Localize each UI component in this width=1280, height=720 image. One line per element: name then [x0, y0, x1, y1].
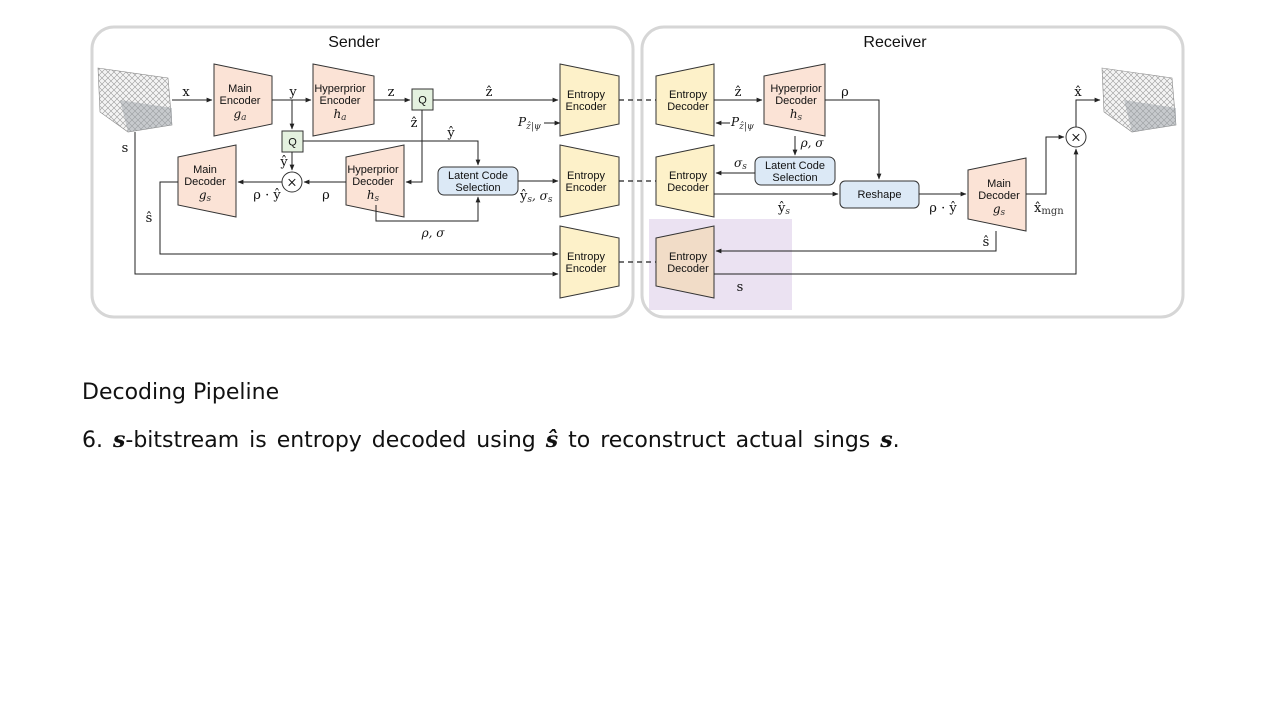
entropy-decoder-2-label-1: Entropy	[669, 170, 707, 182]
sender-panel	[90, 25, 635, 319]
label-p-z-sender: Pẑ|ψ	[517, 115, 542, 132]
math-s-hat: ŝ	[545, 427, 559, 453]
hyperprior-encoder-label-2: Encoder	[320, 95, 361, 107]
entropy-encoder-2-label-2: Encoder	[566, 182, 607, 194]
entropy-decoder-1-label-1: Entropy	[669, 89, 707, 101]
label-rho-y-hat-receiver: ρ · ŷ	[929, 201, 957, 216]
multiply-symbol-receiver: ×	[1071, 131, 1082, 146]
entropy-encoder-3-label-1: Entropy	[567, 251, 605, 263]
step-number: 6.	[82, 428, 103, 453]
multiply-symbol-sender: ×	[287, 176, 298, 191]
hyperprior-encoder-block	[312, 63, 375, 137]
label-s-hat-sender: ŝ	[146, 211, 153, 226]
main-decoder-sender-label-2: Decoder	[184, 176, 226, 188]
g-s-symbol-receiver: gs	[993, 202, 1006, 218]
step-text-part2: to reconstruct actual sings	[568, 428, 871, 453]
main-decoder-receiver-label-1: Main	[987, 178, 1011, 190]
entropy-encoder-3	[559, 225, 620, 299]
latent-code-selection-sender-label-1: Latent Code	[448, 170, 508, 182]
label-sigma-s: σs	[734, 156, 747, 172]
g-a-symbol: ga	[233, 107, 246, 123]
quantizer-top-label: Q	[418, 95, 427, 107]
main-decoder-receiver	[967, 157, 1027, 232]
g-s-symbol-sender: gs	[199, 188, 212, 204]
receiver-wires	[714, 97, 1101, 275]
hyperprior-decoder-receiver	[763, 63, 826, 137]
label-s-hat-receiver: ŝ	[983, 235, 990, 250]
reshape-label: Reshape	[857, 189, 901, 201]
entropy-decoder-1-label-2: Decoder	[667, 101, 709, 113]
main-encoder-label-1: Main	[228, 83, 252, 95]
compression-pipeline-diagram: Sender Receiver Main Encoder ga Hyperpri…	[90, 25, 1185, 319]
label-rho-sender: ρ	[322, 188, 330, 203]
main-decoder-sender-label-1: Main	[193, 164, 217, 176]
label-y-hat-left: ŷ	[279, 155, 288, 170]
label-y-hat-s-receiver: ŷs	[777, 201, 790, 217]
label-y: y	[288, 85, 297, 100]
h-s-symbol-receiver: hs	[790, 107, 803, 123]
main-encoder-block	[213, 63, 273, 137]
label-x-hat: x̂	[1074, 85, 1082, 100]
entropy-encoder-1	[559, 63, 620, 137]
input-point-cloud	[97, 67, 173, 133]
label-p-z-receiver: Pẑ|ψ	[730, 115, 755, 132]
label-s-receiver: s	[737, 280, 744, 295]
entropy-encoder-1-label-2: Encoder	[566, 101, 607, 113]
label-rho-sigma-receiver: ρ, σ	[800, 136, 825, 150]
math-s-end: s	[880, 427, 893, 453]
output-point-cloud	[1101, 67, 1177, 133]
quantizer-left-label: Q	[288, 137, 297, 149]
latent-code-selection-sender-label-2: Selection	[455, 182, 500, 194]
label-x: x	[182, 85, 190, 100]
main-decoder-receiver-label-2: Decoder	[978, 190, 1020, 202]
hyperprior-decoder-sender	[345, 144, 405, 218]
label-s-sender: s	[122, 141, 129, 156]
label-z-hat-receiver: ẑ	[735, 85, 742, 100]
latent-code-selection-receiver	[754, 156, 836, 186]
label-rho-y-hat-sender: ρ · ŷ	[253, 188, 281, 203]
hyperprior-decoder-receiver-label-2: Decoder	[775, 95, 817, 107]
entropy-encoder-2-label-1: Entropy	[567, 170, 605, 182]
label-rho-sigma-sender: ρ, σ	[421, 226, 446, 240]
slide-heading: Decoding Pipeline	[82, 380, 280, 405]
hyperprior-encoder-label-1: Hyperprior	[314, 83, 366, 95]
receiver-title: Receiver	[863, 34, 927, 51]
label-z: z	[388, 85, 395, 100]
h-a-symbol: ha	[333, 107, 346, 123]
slide-text: Decoding Pipeline 6. s-bitstream is entr…	[82, 380, 1182, 453]
entropy-encoder-2	[559, 144, 620, 218]
entropy-encoder-3-label-2: Encoder	[566, 263, 607, 275]
entropy-decoder-1	[655, 63, 715, 137]
latent-code-selection-receiver-label-1: Latent Code	[765, 160, 825, 172]
math-s: s	[113, 427, 126, 453]
sender-wires	[134, 97, 561, 277]
entropy-encoder-1-label-1: Entropy	[567, 89, 605, 101]
main-encoder-label-2: Encoder	[220, 95, 261, 107]
step-text-part1: -bitstream is entropy decoded using	[125, 428, 536, 453]
step-description: 6. s-bitstream is entropy decoded using …	[82, 427, 1182, 453]
entropy-decoder-2	[655, 144, 715, 218]
latent-code-selection-receiver-label-2: Selection	[772, 172, 817, 184]
entropy-decoder-3-label-2: Decoder	[667, 263, 709, 275]
label-y-hat-s-sigma-s: ŷs, σs	[519, 189, 553, 205]
label-z-hat: ẑ	[486, 85, 493, 100]
step-period: .	[892, 428, 900, 453]
sender-title: Sender	[328, 34, 380, 51]
label-z-hat-down: ẑ	[411, 116, 418, 131]
channel-links	[619, 99, 656, 263]
label-rho-receiver: ρ	[841, 85, 849, 100]
signal-labels: x y z ẑ ẑ ŷ ŷ s ŝ ρ · ŷ ρ ρ, σ ŷs, σs Pẑ…	[122, 85, 1083, 295]
label-y-hat-top: ŷ	[446, 126, 455, 141]
receiver-panel	[640, 25, 1185, 319]
label-x-hat-mgn: x̂mgn	[1034, 201, 1064, 217]
h-s-symbol-sender: hs	[367, 188, 380, 204]
entropy-decoder-3-highlighted	[655, 225, 715, 299]
hyperprior-decoder-sender-label-1: Hyperprior	[347, 164, 399, 176]
entropy-decoder-2-label-2: Decoder	[667, 182, 709, 194]
hyperprior-decoder-sender-label-2: Decoder	[352, 176, 394, 188]
main-decoder-sender	[177, 144, 237, 218]
entropy-decoder-3-label-1: Entropy	[669, 251, 707, 263]
hyperprior-decoder-receiver-label-1: Hyperprior	[770, 83, 822, 95]
